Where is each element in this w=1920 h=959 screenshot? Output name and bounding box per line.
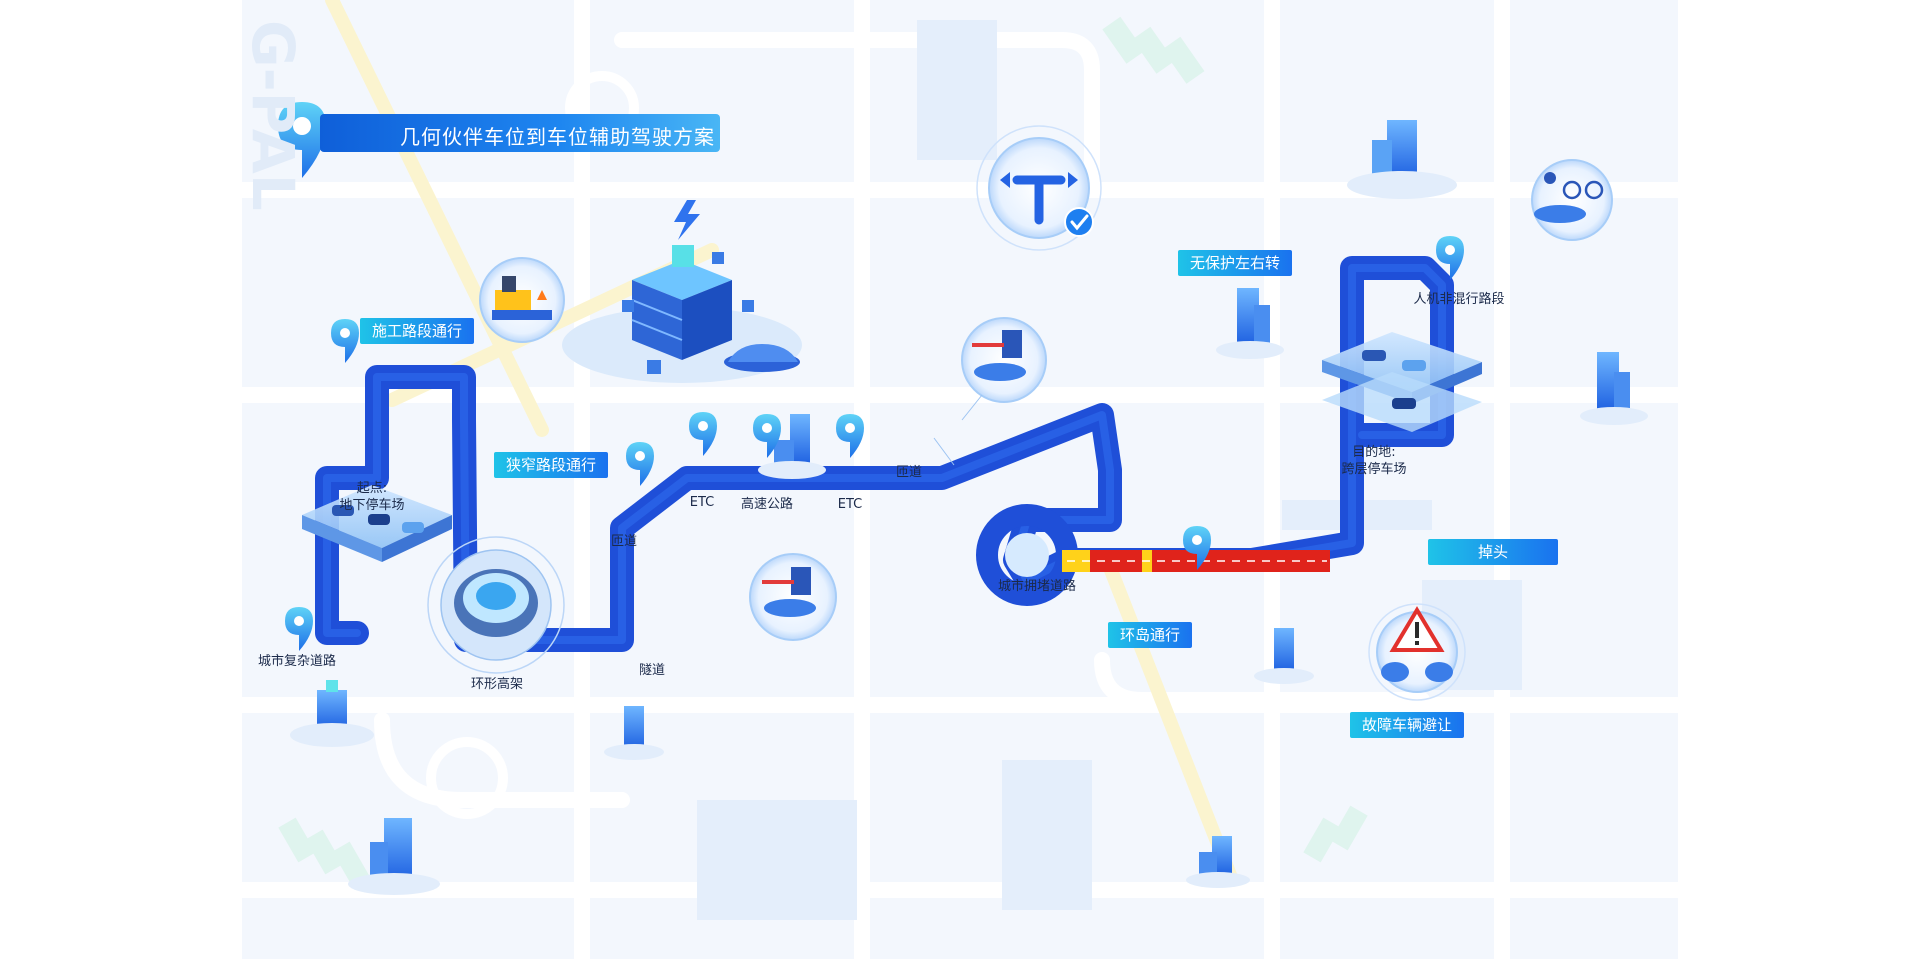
tag-unprotected-turn: 无保护左右转 [1178, 250, 1293, 276]
background-blocks [697, 20, 1522, 920]
roundabout-center [1005, 533, 1049, 577]
location-pin-icon [285, 607, 313, 651]
label-ring-viaduct: 环形高架 [470, 677, 523, 692]
building-icon [604, 706, 664, 760]
etc-gate-icon [749, 553, 837, 641]
location-pin-icon [331, 319, 359, 363]
location-pin-icon [1436, 236, 1464, 280]
building-icon [290, 680, 374, 747]
label-start-line1: 起点: [356, 481, 388, 496]
etc-gate-icon [961, 317, 1047, 403]
tag-narrow: 狭窄路段通行 [494, 452, 609, 478]
tag-roundabout: 环岛通行 [1108, 622, 1193, 648]
brand-watermark: G-PAL [242, 20, 307, 211]
bicycle-scene-icon [1531, 159, 1613, 241]
label-etc-2: ETC [837, 497, 863, 512]
data-center-icon [562, 200, 802, 383]
location-pin-icon [689, 412, 717, 456]
label-ramp-1: 匝道 [610, 534, 637, 549]
congestion-segment [1062, 550, 1330, 572]
location-pin-icon [836, 414, 864, 458]
page-title: 几何伙伴车位到车位辅助驾驶方案 [400, 125, 715, 149]
warning-triangle-icon [1368, 603, 1466, 701]
ring-viaduct-icon [427, 536, 565, 674]
turn-arrow-icon [976, 125, 1102, 251]
label-dest-line1: 目的地: [1352, 445, 1396, 460]
label-start-line2: 地下停车场 [339, 498, 405, 513]
destination-parking-garage-icon [1322, 332, 1482, 432]
label-tunnel: 隧道 [638, 663, 665, 678]
title-banner [320, 114, 720, 152]
location-pin-icon [1183, 526, 1211, 570]
building-icon [1347, 120, 1457, 199]
route-map-canvas: G-PAL 几何伙伴车位到车位辅助驾驶方案 施工路段通行 狭窄路段通行 无保护左… [242, 0, 1678, 959]
building-icon [1216, 288, 1284, 359]
construction-scene-icon [479, 257, 565, 343]
city-map [242, 0, 1678, 959]
building-icon [1580, 352, 1648, 425]
label-mixed-traffic: 人机非混行路段 [1413, 292, 1505, 307]
building-icon [758, 414, 826, 479]
start-parking-garage-icon [302, 485, 452, 562]
tag-breakdown: 故障车辆避让 [1350, 712, 1465, 738]
building-icon [1254, 628, 1314, 684]
label-congested: 城市拥堵道路 [997, 579, 1076, 594]
building-icon [348, 818, 440, 895]
etc-2-callout [961, 394, 983, 421]
road-stripes [278, 16, 1368, 887]
tag-construction: 施工路段通行 [360, 318, 475, 344]
label-highway: 高速公路 [740, 497, 793, 512]
tag-u-turn: 掉头 [1428, 539, 1558, 565]
check-badge-icon [1064, 207, 1094, 237]
etc-1-callout [933, 437, 955, 466]
building-icon [1186, 836, 1250, 888]
location-pin-icon [278, 102, 326, 178]
label-etc-1: ETC [689, 495, 715, 510]
label-city-complex: 城市复杂道路 [257, 654, 336, 669]
label-dest-line2: 跨层停车场 [1341, 462, 1407, 477]
location-pin-icon [626, 442, 654, 486]
label-ramp-2: 匝道 [895, 465, 922, 480]
location-pin-icon [753, 414, 781, 458]
